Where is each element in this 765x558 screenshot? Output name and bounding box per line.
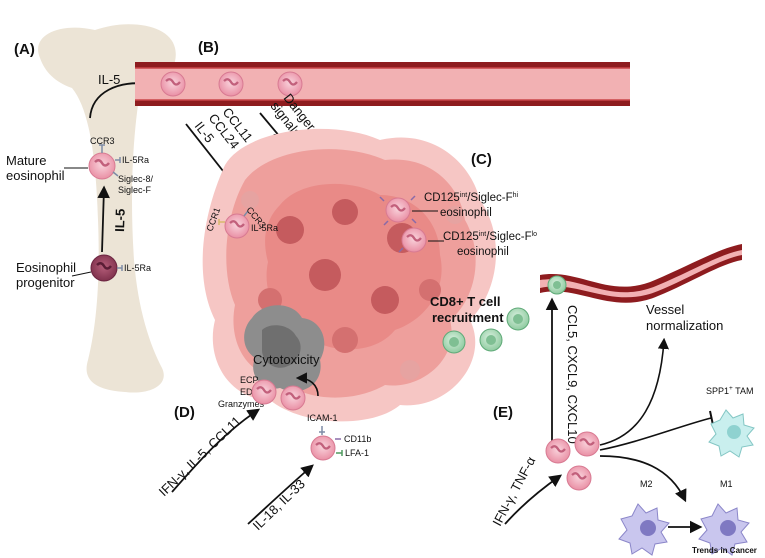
m1-label: M1 bbox=[720, 479, 733, 489]
siglec-hi-eosinophil bbox=[379, 195, 417, 226]
icam1-label: ICAM-1 bbox=[307, 413, 338, 423]
granule-ecp: ECP bbox=[240, 375, 259, 385]
vessel-normalization-line2: normalization bbox=[646, 318, 723, 333]
ccr3-receptor-a bbox=[99, 144, 105, 153]
siglec-receptor-a bbox=[112, 171, 119, 177]
panel-a-label: (A) bbox=[14, 41, 35, 58]
maturation-arrow bbox=[97, 185, 110, 253]
lfa1-label: LFA-1 bbox=[345, 448, 369, 458]
progenitor-label-line2: progenitor bbox=[16, 275, 75, 290]
siglec-hi-label-line1: CD125int/Siglec-Fhi bbox=[424, 192, 518, 204]
cd8-t-cell bbox=[442, 330, 466, 354]
panel-e-label: (E) bbox=[493, 404, 513, 421]
il5ra-label-progenitor: IL-5Ra bbox=[124, 263, 151, 273]
cd8-recruitment-label-line1: CD8+ T cell bbox=[430, 294, 500, 309]
activated-eosinophil bbox=[574, 431, 600, 457]
circulating-eosinophil bbox=[160, 71, 186, 97]
il5ra-receptor-progenitor bbox=[117, 265, 123, 271]
inducer-arrow-3 bbox=[504, 474, 563, 525]
siglec-label-line1: Siglec-8/ bbox=[118, 174, 154, 184]
polarization-arrow bbox=[599, 455, 687, 503]
ccr3-receptor-b bbox=[243, 210, 249, 217]
vessel-normalization-line1: Vessel bbox=[646, 302, 684, 317]
panel-b-label: (B) bbox=[198, 39, 219, 56]
panel-c-label: (C) bbox=[471, 151, 492, 168]
cd8-recruitment-label-line2: recruitment bbox=[432, 310, 504, 325]
cytotoxicity-label: Cytotoxicity bbox=[253, 352, 320, 367]
siglec-lo-eosinophil bbox=[398, 227, 427, 253]
inducer-arrow-2 bbox=[247, 464, 314, 525]
siglec-hi-label-line2: eosinophil bbox=[440, 207, 492, 219]
tam-inhibition-line bbox=[599, 417, 712, 451]
siglec-label-line2: Siglec-F bbox=[118, 185, 152, 195]
granule-edn: EDN bbox=[240, 387, 259, 397]
inducer-arrow-1 bbox=[171, 408, 261, 493]
cytotoxicity-arrow bbox=[295, 372, 319, 397]
journal-label: Trends in Cancer bbox=[692, 546, 757, 555]
inducers-1-label: IFN-γ, IL-5, CCL11 bbox=[156, 413, 244, 499]
il5ra-label-tumor: IL-5Ra bbox=[251, 223, 278, 233]
inducers-3-label: IFN-γ, TNF-α bbox=[489, 454, 538, 529]
normalization-arrow bbox=[599, 337, 669, 446]
progenitor-label-line1: Eosinophil bbox=[16, 260, 76, 275]
il5-release-label: IL-5 bbox=[98, 72, 120, 87]
vessel-t-cell bbox=[547, 275, 567, 295]
inducers-2-label: IL-18, IL-33 bbox=[250, 476, 308, 533]
blood-vessel-top bbox=[135, 62, 630, 106]
infiltrating-eosinophil bbox=[224, 213, 250, 239]
activated-eosinophil bbox=[545, 438, 571, 464]
granule-granzymes: Granzymes bbox=[218, 399, 265, 409]
cd11b-label: CD11b bbox=[344, 434, 371, 444]
vessel-chemokine-label: CCL5, CXCL9, CXCL10 bbox=[565, 305, 580, 444]
il5-maturation-label: IL-5 bbox=[112, 208, 128, 232]
siglec-lo-label-line1: CD125int/Siglec-Flo bbox=[443, 231, 537, 243]
cd8-t-cell bbox=[479, 328, 503, 352]
cd8-t-cell bbox=[506, 307, 530, 331]
ccr3-label-a: CCR3 bbox=[90, 136, 115, 146]
activated-eosinophil bbox=[566, 465, 592, 491]
bone-shape bbox=[38, 24, 176, 393]
icam1-receptor bbox=[319, 426, 325, 435]
spp1-tam-label: SPP1+ TAM bbox=[706, 385, 753, 396]
circulating-eosinophil bbox=[277, 71, 303, 97]
mature-eosinophil-label-line1: Mature bbox=[6, 153, 46, 168]
panel-d-label: (D) bbox=[174, 404, 195, 421]
cytotoxic-eosinophil bbox=[280, 385, 306, 411]
m2-label: M2 bbox=[640, 479, 653, 489]
lfa1-receptor bbox=[336, 450, 343, 456]
il5ra-receptor-a bbox=[115, 157, 121, 163]
mature-eosinophil bbox=[88, 152, 116, 180]
mature-eosinophil-label-line2: eosinophil bbox=[6, 168, 65, 183]
cytotoxic-eosinophil bbox=[251, 379, 277, 405]
spp1-tam-cell bbox=[708, 409, 755, 458]
eosinophil-progenitor bbox=[90, 254, 118, 282]
il5ra-label-mature: IL-5Ra bbox=[122, 155, 149, 165]
adhesion-eosinophil bbox=[310, 435, 336, 461]
circulating-eosinophil bbox=[218, 71, 244, 97]
siglec-lo-label-line2: eosinophil bbox=[457, 246, 509, 258]
ccr1-receptor bbox=[218, 219, 225, 225]
m1-macrophage bbox=[698, 503, 750, 556]
m2-macrophage bbox=[618, 503, 670, 556]
